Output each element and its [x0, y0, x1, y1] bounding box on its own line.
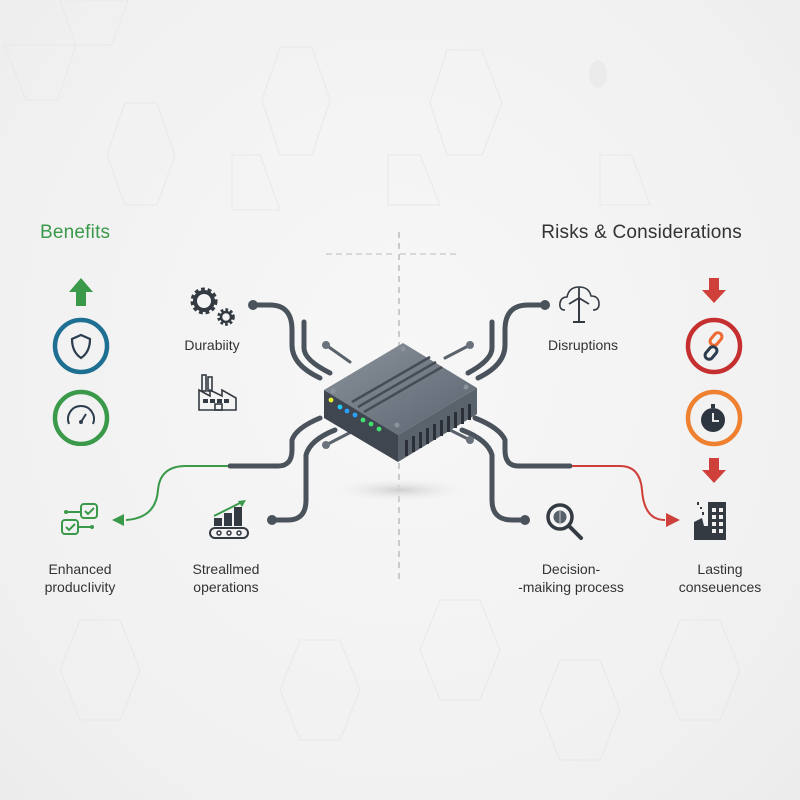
network-switch-device [324, 343, 477, 462]
risk-decision-label: Decision- -maiking process [518, 561, 624, 595]
stopwatch-icon [685, 389, 743, 447]
conveyor-chart-icon [209, 500, 249, 539]
benefit-operations-label: Streallmed operations [192, 561, 260, 595]
gears-icon [190, 287, 235, 326]
down-arrow-icon [702, 458, 726, 483]
factory-icon [198, 374, 237, 411]
benefit-durability-label: Durabiity [184, 337, 240, 353]
cloud-wind-turbine-icon [559, 286, 600, 323]
risks-status-column [685, 278, 743, 483]
risk-consequences-label: Lasting conseuences [678, 561, 762, 595]
risks-heading: Risks & Considerations [541, 222, 742, 243]
benefits-status-column [52, 278, 110, 446]
damaged-building-icon [694, 502, 726, 540]
risk-disruptions-label: Disruptions [547, 337, 619, 353]
brain-magnifier-icon [546, 503, 583, 540]
up-arrow-icon [69, 278, 93, 306]
broken-link-icon [685, 317, 743, 375]
down-arrow-icon [702, 278, 726, 303]
shield-icon [52, 317, 110, 375]
benefit-productivity-label: Enhanced producIivity [44, 561, 116, 595]
speedometer-icon [52, 389, 110, 446]
task-checklist-icon [61, 503, 98, 535]
benefits-heading: Benefits [40, 222, 111, 243]
